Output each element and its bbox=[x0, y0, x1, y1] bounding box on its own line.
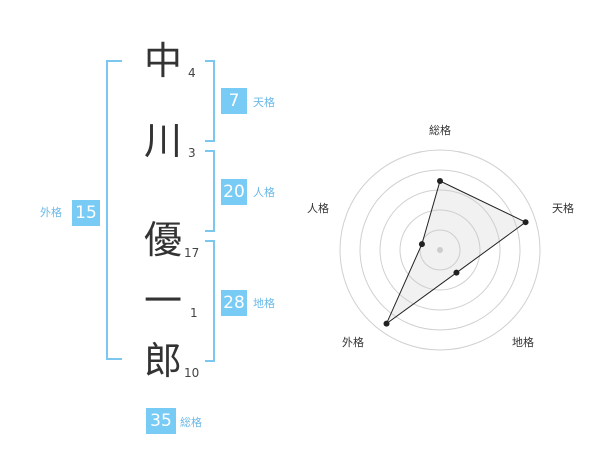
radar-ring-2 bbox=[399, 209, 481, 291]
tenkaku-bracket bbox=[205, 60, 215, 142]
radar-ring-1 bbox=[419, 229, 461, 271]
soukaku-badge: 35 bbox=[146, 408, 176, 434]
radar-axis-label-gaikaku: 外格 bbox=[342, 335, 364, 349]
name-char-5: 郎 bbox=[143, 339, 182, 383]
stroke-count-1: 4 bbox=[188, 66, 196, 80]
radar-point-5 bbox=[418, 241, 425, 248]
jinkaku-label: 人格 bbox=[253, 186, 275, 199]
radar-center-dot bbox=[437, 247, 443, 253]
stroke-count-5: 10 bbox=[184, 366, 200, 380]
radar-point-2 bbox=[522, 219, 529, 226]
chikaku-bracket bbox=[205, 240, 215, 362]
radar-axis-label-tenkaku: 天格 bbox=[552, 201, 574, 215]
stroke-count-4: 1 bbox=[190, 306, 198, 320]
gaikaku-label: 外格 bbox=[40, 206, 62, 219]
radar-point-4 bbox=[383, 320, 390, 327]
name-char-1: 中 bbox=[143, 39, 182, 83]
gaikaku-bracket-bottom bbox=[106, 297, 122, 360]
chikaku-label: 地格 bbox=[253, 297, 275, 310]
name-char-2: 川 bbox=[143, 119, 182, 163]
jinkaku-bracket bbox=[205, 150, 215, 232]
chikaku-badge: 28 bbox=[221, 290, 247, 316]
radar-polygon bbox=[385, 180, 527, 326]
stroke-count-3: 17 bbox=[184, 246, 200, 260]
soukaku-label: 総格 bbox=[180, 416, 202, 429]
radar-axis-label-chikaku: 地格 bbox=[512, 335, 534, 349]
radar-ring-3 bbox=[379, 189, 501, 311]
name-char-4: 一 bbox=[143, 279, 182, 323]
gaikaku-badge: 15 bbox=[72, 200, 100, 226]
radar-point-1 bbox=[437, 178, 443, 184]
radar-axis-label-jinkaku: 人格 bbox=[307, 201, 329, 215]
radar-rings bbox=[339, 149, 541, 351]
tenkaku-label: 天格 bbox=[253, 96, 275, 109]
jinkaku-badge: 20 bbox=[221, 179, 247, 205]
tenkaku-badge: 7 bbox=[221, 88, 247, 114]
radar-ring-5 bbox=[339, 149, 541, 351]
gaikaku-bracket-top bbox=[106, 60, 122, 299]
radar-point-3 bbox=[453, 269, 460, 276]
radar-axis-label-soukaku: 総格 bbox=[429, 123, 451, 137]
name-char-3: 優 bbox=[143, 218, 182, 262]
stroke-count-2: 3 bbox=[188, 146, 196, 160]
radar-ring-4 bbox=[359, 169, 521, 331]
radar-points bbox=[383, 178, 529, 327]
